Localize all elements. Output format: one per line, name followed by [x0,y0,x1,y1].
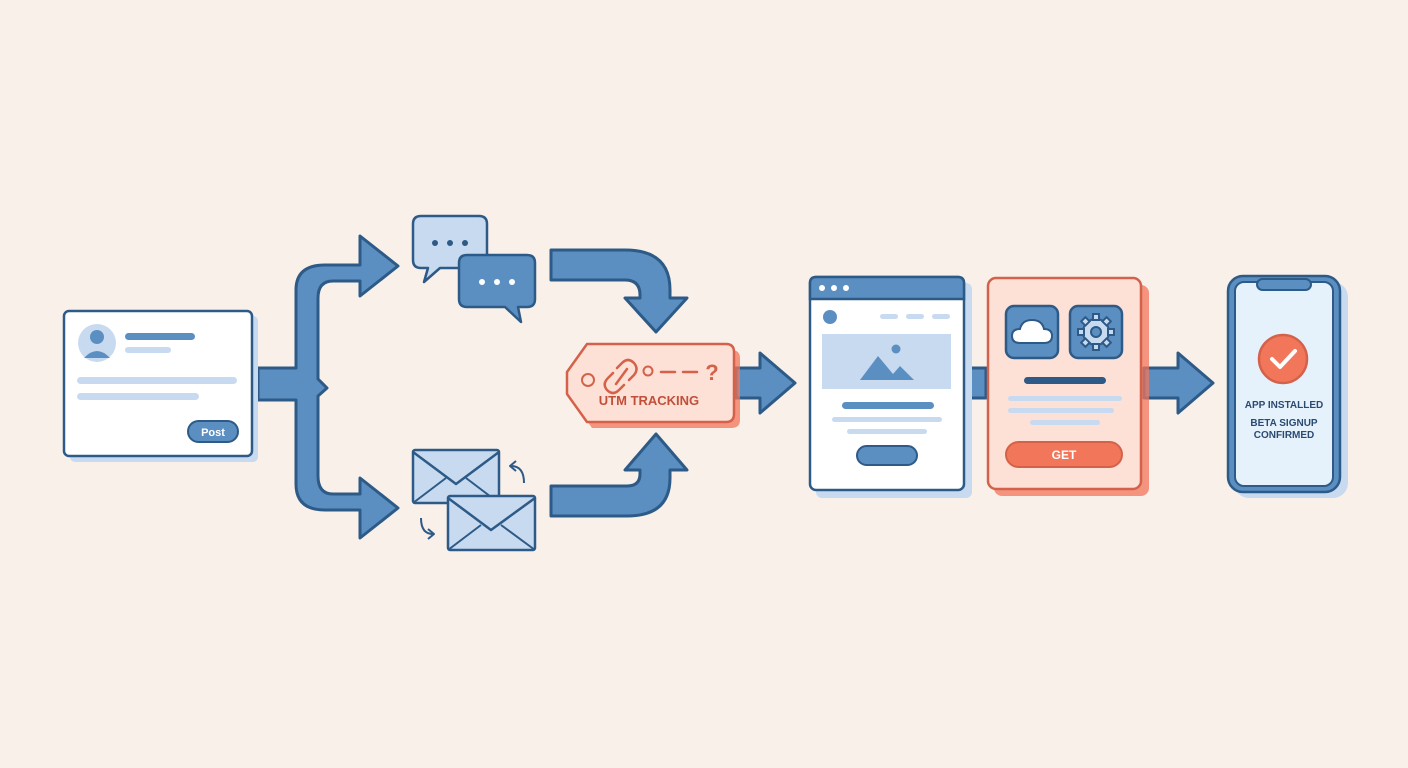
nav-link [932,314,950,319]
post-author-line [125,333,195,340]
tag-label: UTM TRACKING [599,393,699,408]
site-logo [823,310,837,324]
utm-tag: ? UTM TRACKING [565,342,740,428]
app-title-line [1024,377,1106,384]
tag-dot [642,365,654,377]
nav-link [906,314,924,319]
phone-line-2: BETA SIGNUP [1250,418,1318,429]
landing-page-window [808,275,972,498]
get-button-label: GET [1052,448,1077,462]
app-store-card: GET [986,276,1149,496]
user-avatar-icon [78,324,116,362]
gear-icon [1068,304,1124,360]
phone-device: APP INSTALLED BETA SIGNUP CONFIRMED [1226,274,1348,498]
window-dot [843,285,849,291]
connectors [256,234,1215,540]
get-button[interactable]: GET [1005,441,1123,468]
window-dot [831,285,837,291]
chat-bubbles-icon [411,214,537,324]
tag-hole [581,373,595,387]
check-circle-icon [1257,333,1309,385]
cta-button[interactable] [856,445,918,466]
post-meta-line [125,347,171,353]
email-envelopes-icon [411,448,537,552]
social-post-card: Post [62,309,258,462]
link-icon [603,358,638,395]
phone-line-1: APP INSTALLED [1245,400,1324,411]
split-arrow [256,234,400,540]
email-to-tag-arrow [549,432,689,518]
headline-line [842,402,934,409]
post-text-line [77,393,199,400]
body-line [847,429,927,434]
post-button-label: Post [201,427,225,439]
store-to-phone-arrow [1142,351,1215,415]
mountain-image-icon [822,334,951,389]
app-desc-line [1008,408,1114,413]
tag-question-mark: ? [705,360,718,385]
cloud-icon [1004,304,1060,360]
tag-to-landing-arrow [734,351,797,415]
post-button[interactable]: Post [187,420,239,443]
nav-link [880,314,898,319]
body-line [832,417,942,422]
chat-to-tag-arrow [549,248,689,334]
post-text-line [77,377,237,384]
app-desc-line [1008,396,1122,401]
phone-line-3: CONFIRMED [1254,430,1315,441]
phone-notch [1256,278,1312,291]
window-dot [819,285,825,291]
app-desc-line [1030,420,1100,425]
